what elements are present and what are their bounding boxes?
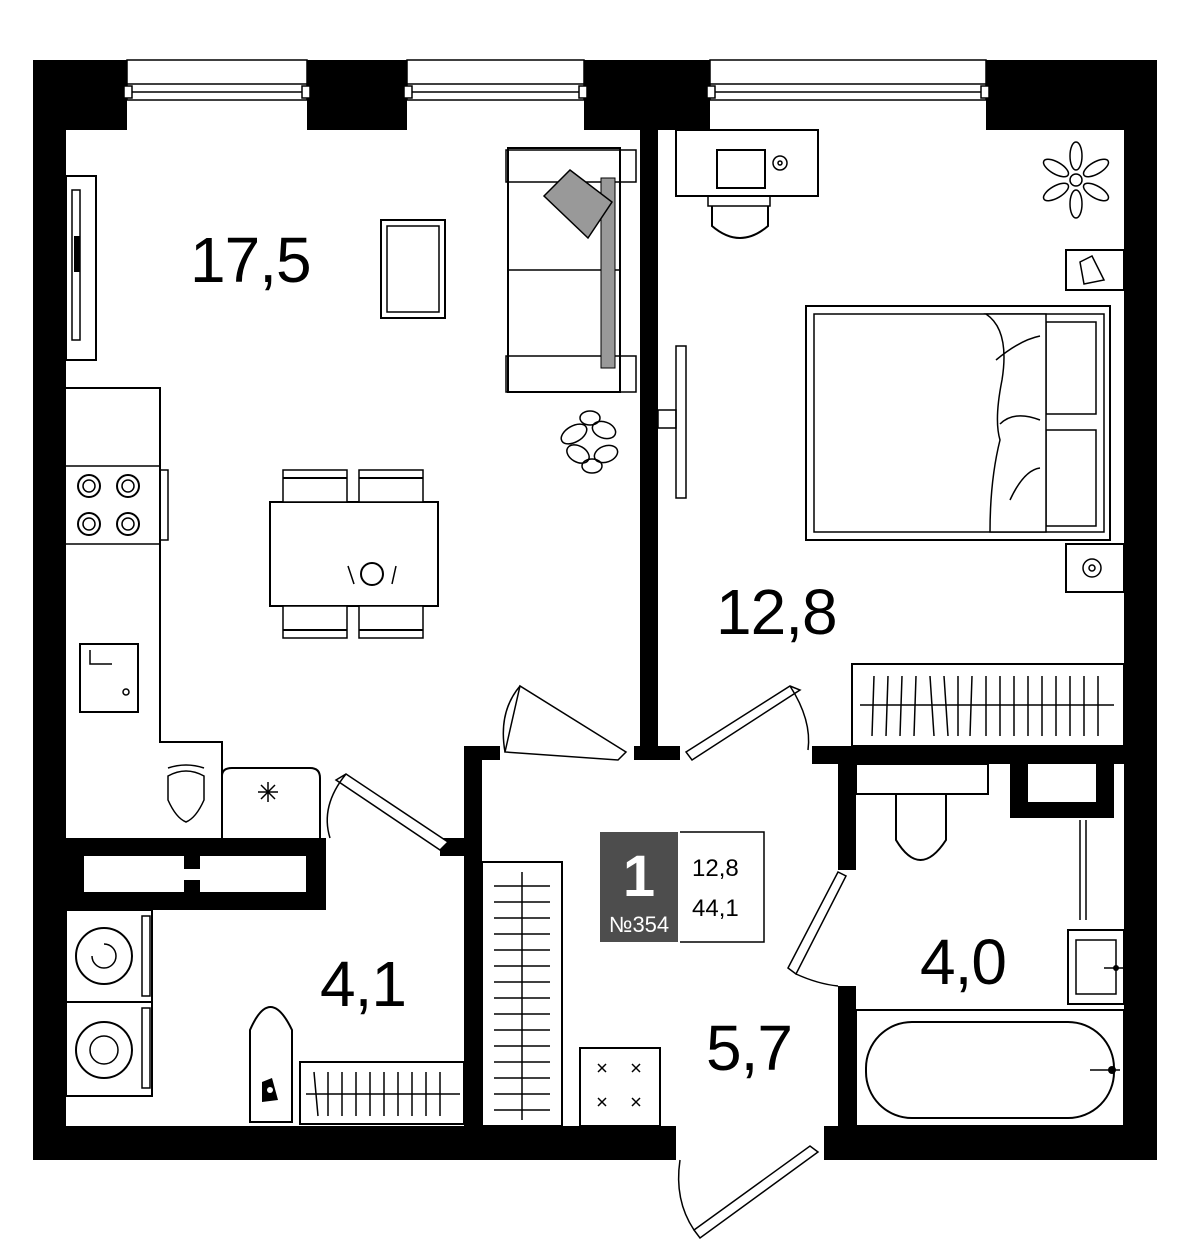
area-label-storage: 4,1 <box>320 948 406 1020</box>
plant-icon <box>1042 141 1110 219</box>
rooms-count: 1 <box>623 844 655 909</box>
hallway-furniture <box>481 861 661 1127</box>
area-label-bedroom: 12,8 <box>716 576 837 648</box>
cooktop-icon <box>66 465 160 545</box>
area-label-living: 17,5 <box>190 224 311 296</box>
exterior-walls <box>33 60 1157 1160</box>
doors <box>326 684 848 1240</box>
storage-furniture <box>65 909 465 1125</box>
plant-icon <box>560 410 619 474</box>
interior-walls <box>66 110 1125 1128</box>
windows <box>123 59 990 101</box>
badge-box <box>600 832 678 942</box>
bathroom-furniture <box>855 763 1125 1127</box>
apartment-number: №354 <box>609 912 669 937</box>
area-label-hallway: 5,7 <box>706 1012 792 1084</box>
bedroom-furniture <box>657 129 1125 747</box>
total-area: 44,1 <box>692 895 739 922</box>
hangers <box>871 675 1099 737</box>
area-label-bathroom: 4,0 <box>920 926 1006 998</box>
hangers <box>494 885 550 1111</box>
living-area: 12,8 <box>692 855 739 882</box>
hangers <box>313 1071 441 1117</box>
living-furniture <box>65 147 637 838</box>
apartment-info: 1 №354 12,8 44,1 <box>600 831 765 943</box>
snowflake-icon <box>258 782 278 802</box>
